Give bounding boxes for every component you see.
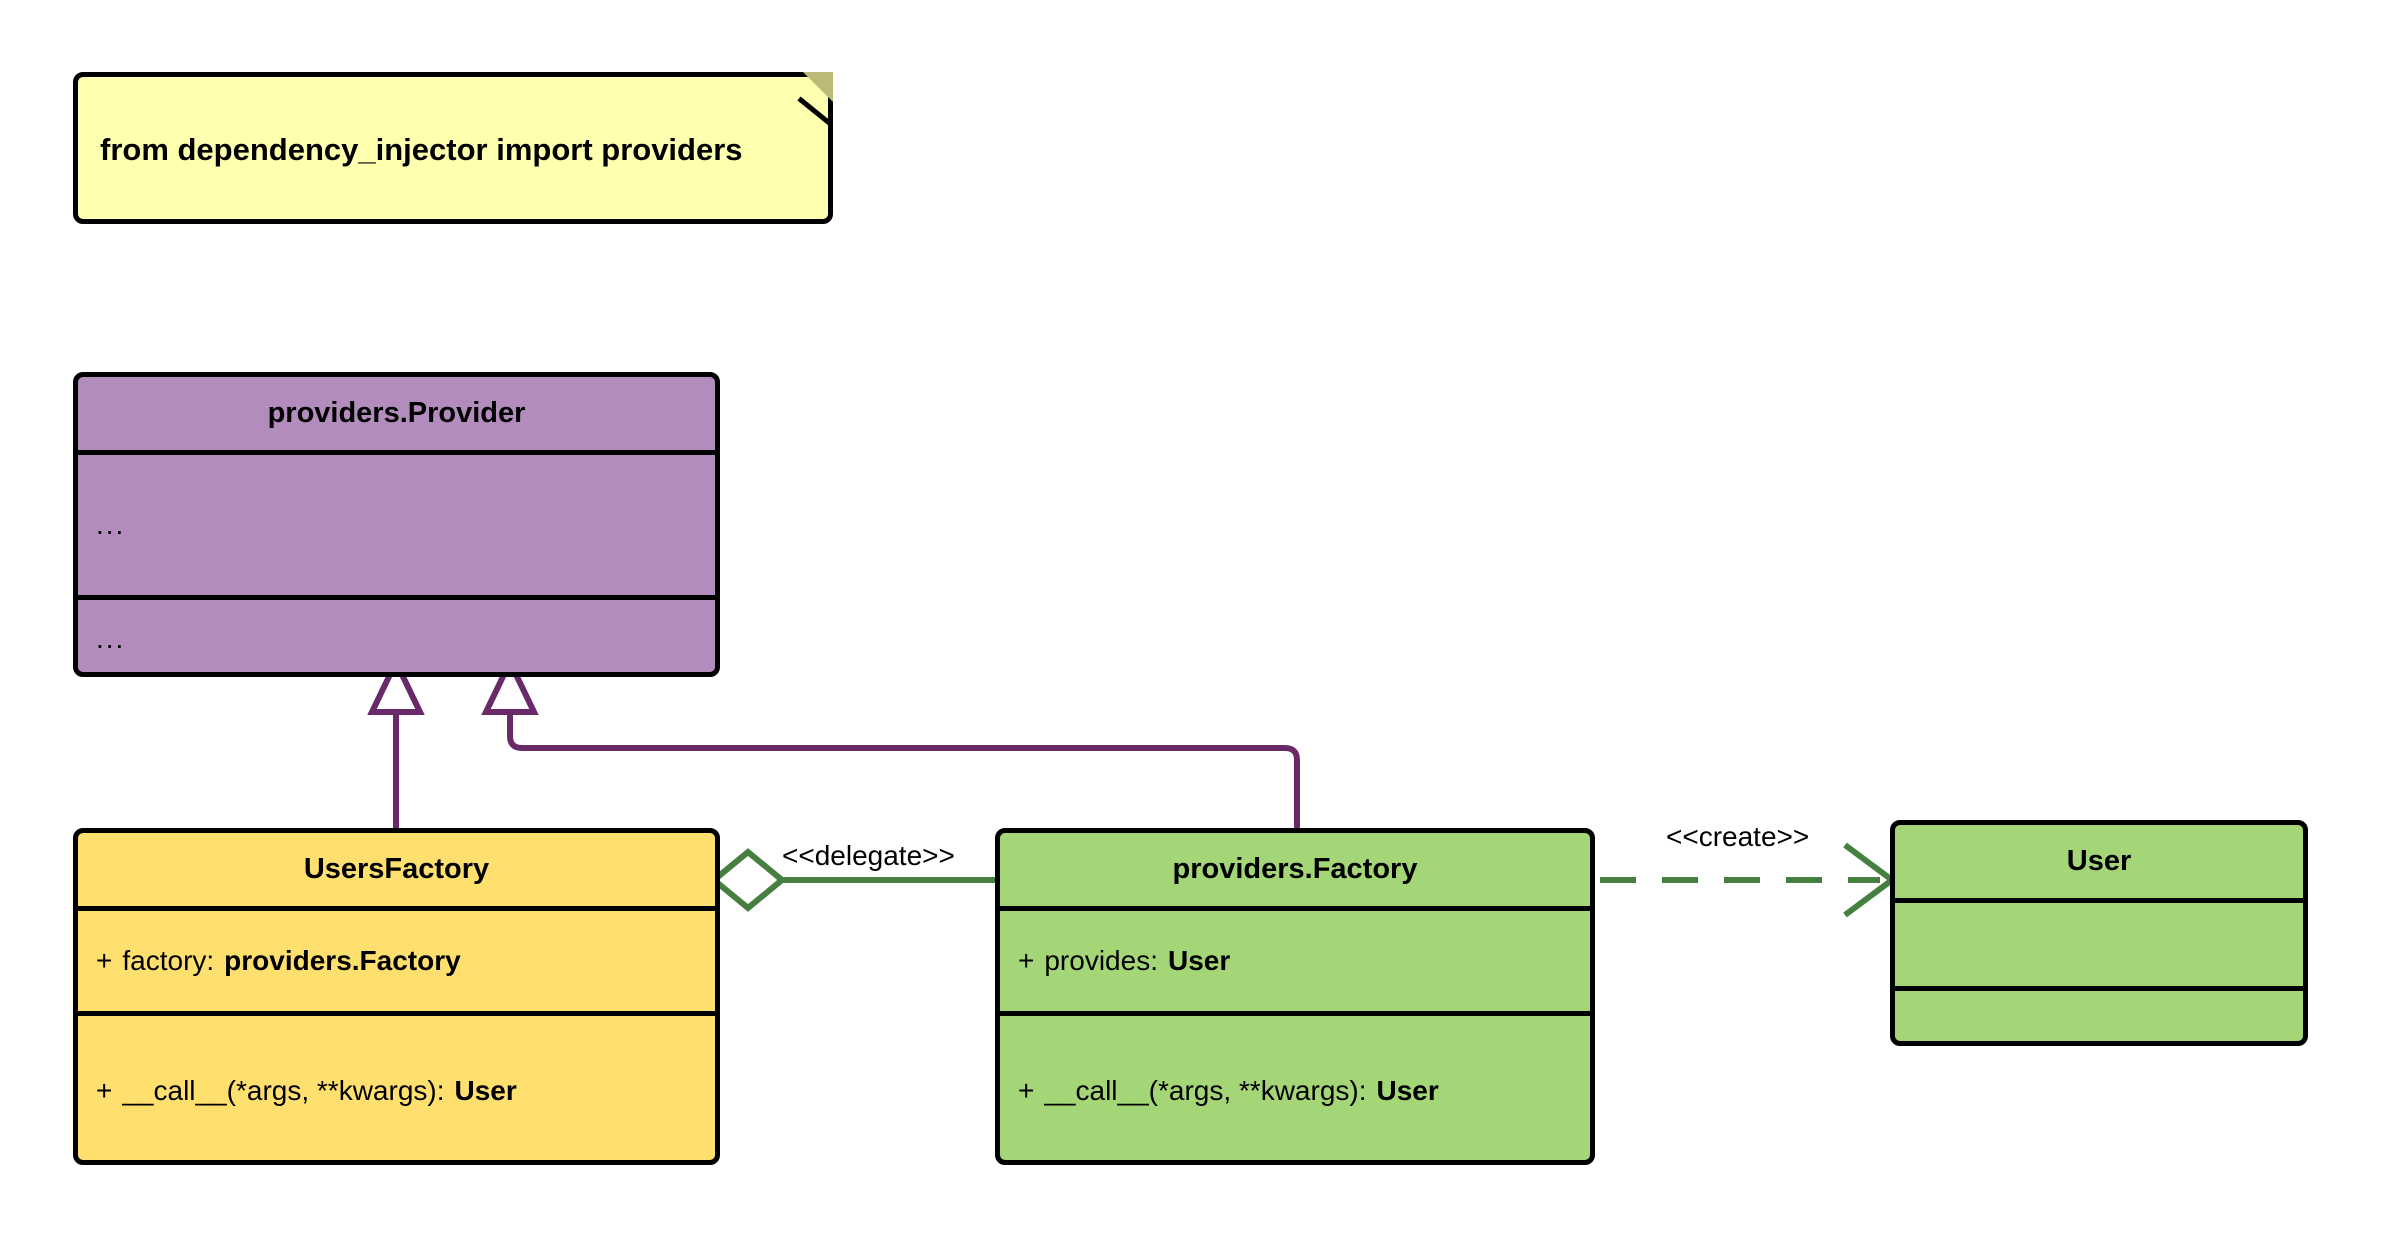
- visibility-marker: +: [96, 1074, 113, 1106]
- visibility-marker: +: [1018, 1074, 1035, 1106]
- class-box-providers-provider[interactable]: providers.Provider ... ...: [73, 372, 720, 677]
- note-text: from dependency_injector import provider…: [100, 132, 743, 167]
- class-box-user[interactable]: User: [1890, 820, 2308, 1046]
- stereotype-label-delegate: <<delegate>>: [782, 840, 955, 871]
- member-label: factory:: [122, 945, 215, 976]
- member-type: User: [1167, 945, 1231, 976]
- class-title-providers-provider: providers.Provider: [267, 397, 526, 429]
- member-label: __call__(*args, **kwargs):: [122, 1074, 445, 1106]
- class-title-usersfactory: UsersFactory: [303, 853, 490, 885]
- note-fold-corner-icon: [803, 72, 833, 102]
- class-attribute-usersfactory-factory: + factory: providers.Factory: [78, 906, 715, 1011]
- generalization-usersfactory-to-provider: [367, 655, 425, 828]
- class-box-usersfactory[interactable]: UsersFactory + factory: providers.Factor…: [73, 828, 720, 1165]
- stereotype-label-create: <<create>>: [1666, 821, 1810, 852]
- class-operations-providers-provider: ...: [78, 595, 715, 672]
- generalization-factory-to-provider: [481, 655, 1300, 828]
- member-type: providers.Factory: [224, 945, 461, 976]
- note-box: [73, 72, 833, 224]
- member-type: User: [454, 1074, 517, 1106]
- class-operations-user: [1895, 986, 2303, 1041]
- visibility-marker: +: [1018, 945, 1035, 976]
- dependency-factory-creates-user: [1600, 842, 1898, 918]
- member-label: __call__(*args, **kwargs):: [1044, 1074, 1367, 1106]
- class-box-providers-factory[interactable]: providers.Factory + provides: User + __c…: [995, 828, 1595, 1165]
- class-attributes-providers-provider: ...: [78, 450, 715, 595]
- class-operation-usersfactory-call: + __call__(*args, **kwargs): User: [78, 1011, 715, 1160]
- member-label: provides:: [1044, 945, 1158, 976]
- class-attributes-user: [1895, 898, 2303, 986]
- class-operation-providers-factory-call: + __call__(*args, **kwargs): User: [1000, 1011, 1590, 1160]
- class-title-user: User: [2066, 845, 2132, 877]
- class-title-providers-factory: providers.Factory: [1172, 853, 1418, 885]
- visibility-marker: +: [96, 945, 113, 976]
- member-type: User: [1376, 1074, 1439, 1106]
- class-attribute-providers-factory-provides: + provides: User: [1000, 906, 1590, 1011]
